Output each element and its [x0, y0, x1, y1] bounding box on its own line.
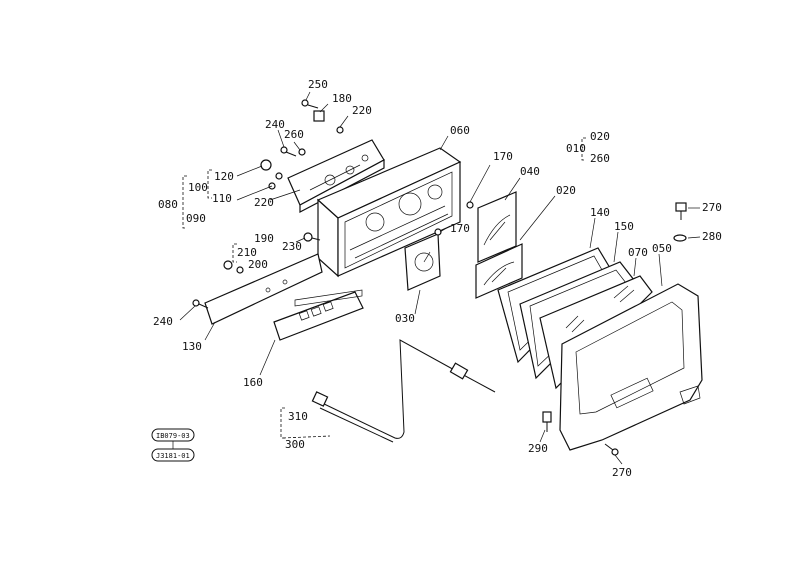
cable-300	[311, 339, 496, 443]
label-290: 290	[528, 442, 548, 455]
stamp-bottom: J3181-01	[156, 452, 190, 460]
label-200: 200	[248, 258, 268, 271]
label-060: 060	[450, 124, 470, 137]
label-170: 170	[493, 150, 513, 163]
label-310: 310	[288, 410, 308, 423]
gauge-020	[475, 243, 523, 299]
label-240: 240	[265, 118, 285, 131]
label-270: 270	[702, 201, 722, 214]
label-180: 180	[332, 92, 352, 105]
label-280: 280	[702, 230, 722, 243]
label-020: 020	[556, 184, 576, 197]
meter-030	[404, 233, 441, 291]
label-020-group: 020	[590, 130, 610, 143]
label-160: 160	[243, 376, 263, 389]
label-080: 080	[158, 198, 178, 211]
label-220: 220	[352, 104, 372, 117]
meter-housing	[316, 147, 462, 278]
label-150: 150	[614, 220, 634, 233]
stamp-top: IB079-03	[156, 432, 190, 440]
label-170-lower: 170	[450, 222, 470, 235]
label-260: 260	[284, 128, 304, 141]
label-100: 100	[188, 181, 208, 194]
label-250: 250	[308, 78, 328, 91]
part-labels: 250 180 220 240 260 060 170 040 020 010 …	[153, 78, 722, 479]
label-230: 230	[282, 240, 302, 253]
label-220-lower: 220	[254, 196, 274, 209]
label-300: 300	[285, 438, 305, 451]
label-050: 050	[652, 242, 672, 255]
label-120: 120	[214, 170, 234, 183]
label-130: 130	[182, 340, 202, 353]
label-110: 110	[212, 192, 232, 205]
label-140: 140	[590, 206, 610, 219]
label-210: 210	[237, 246, 257, 259]
group-brackets	[182, 137, 586, 439]
label-190: 190	[254, 232, 274, 245]
lamp-bar-160	[273, 289, 364, 341]
label-030: 030	[395, 312, 415, 325]
reference-stamps: IB079-03 J3181-01	[151, 428, 195, 462]
label-260-group: 260	[590, 152, 610, 165]
strip-130	[204, 253, 323, 325]
label-040: 040	[520, 165, 540, 178]
cover-050	[559, 283, 703, 451]
label-010: 010	[566, 142, 586, 155]
label-270-lower: 270	[612, 466, 632, 479]
leader-lines	[179, 91, 701, 465]
label-240-lower: 240	[153, 315, 173, 328]
gauge-040	[477, 191, 517, 263]
label-070: 070	[628, 246, 648, 259]
label-090: 090	[186, 212, 206, 225]
